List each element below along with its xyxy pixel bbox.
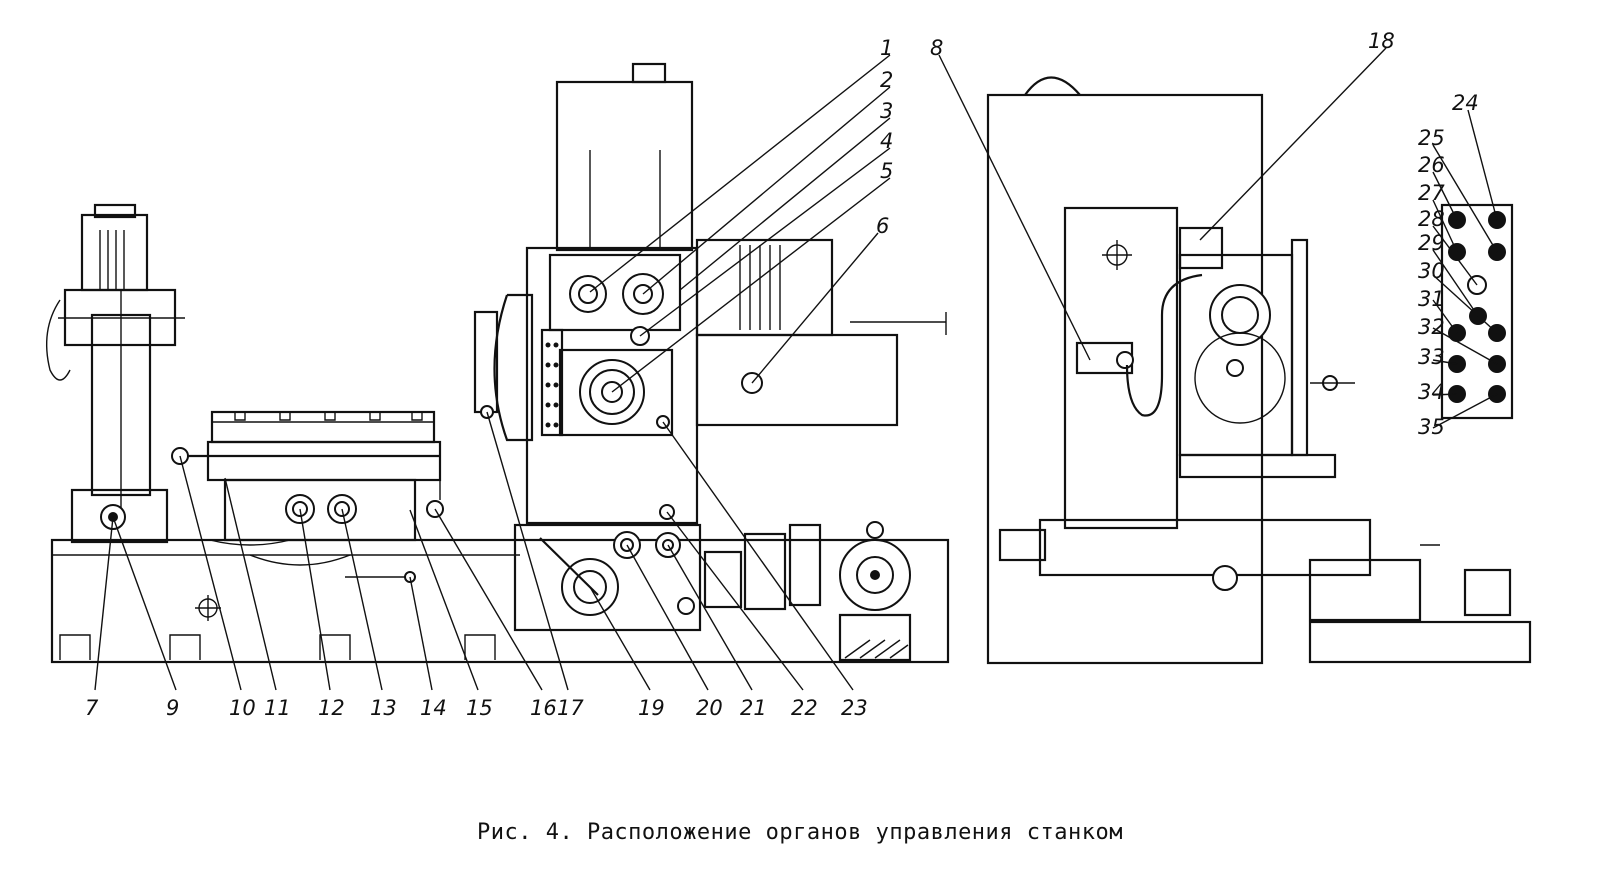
callout-34: 34: [1418, 380, 1445, 404]
figure-caption: Рис. 4. Расположение органов управления …: [476, 820, 1124, 845]
callout-17: 17: [557, 696, 584, 720]
callout-28: 28: [1418, 207, 1445, 231]
callout-8: 8: [930, 36, 943, 60]
callout-3: 3: [880, 99, 893, 123]
callout-10: 10: [229, 696, 256, 720]
callout-13: 13: [370, 696, 397, 720]
leader-lines: [94, 47, 1498, 691]
callout-18: 18: [1368, 29, 1395, 53]
callout-2: 2: [880, 68, 893, 92]
callout-16: 16: [530, 696, 557, 720]
callout-7: 7: [85, 696, 99, 720]
callout-11: 11: [264, 696, 291, 720]
callout-24: 24: [1452, 91, 1479, 115]
callout-30: 30: [1418, 259, 1445, 283]
callout-9: 9: [166, 696, 179, 720]
machine-front-view: [45, 62, 950, 664]
callout-20: 20: [696, 696, 723, 720]
callout-33: 33: [1418, 345, 1445, 369]
callout-19: 19: [638, 696, 665, 720]
panel-buttons: [1448, 211, 1506, 403]
callout-21: 21: [740, 696, 767, 720]
machine-side-view: [986, 76, 1532, 665]
callout-23: 23: [841, 696, 868, 720]
callout-4: 4: [880, 129, 893, 153]
callout-labels: 1 2 3 4 5 6 8 18 7 9 10 11 12 13 14 15 1…: [85, 29, 1479, 720]
callout-15: 15: [466, 696, 493, 720]
callout-32: 32: [1418, 315, 1445, 339]
callout-5: 5: [880, 159, 893, 183]
callout-1: 1: [880, 36, 893, 60]
callout-26: 26: [1418, 153, 1445, 177]
callout-12: 12: [318, 696, 345, 720]
callout-6: 6: [876, 214, 889, 238]
callout-14: 14: [420, 696, 447, 720]
callout-27: 27: [1418, 181, 1445, 205]
callout-35: 35: [1418, 415, 1445, 439]
callout-25: 25: [1418, 126, 1445, 150]
callout-31: 31: [1418, 287, 1445, 311]
callout-22: 22: [791, 696, 818, 720]
callout-29: 29: [1418, 231, 1445, 255]
